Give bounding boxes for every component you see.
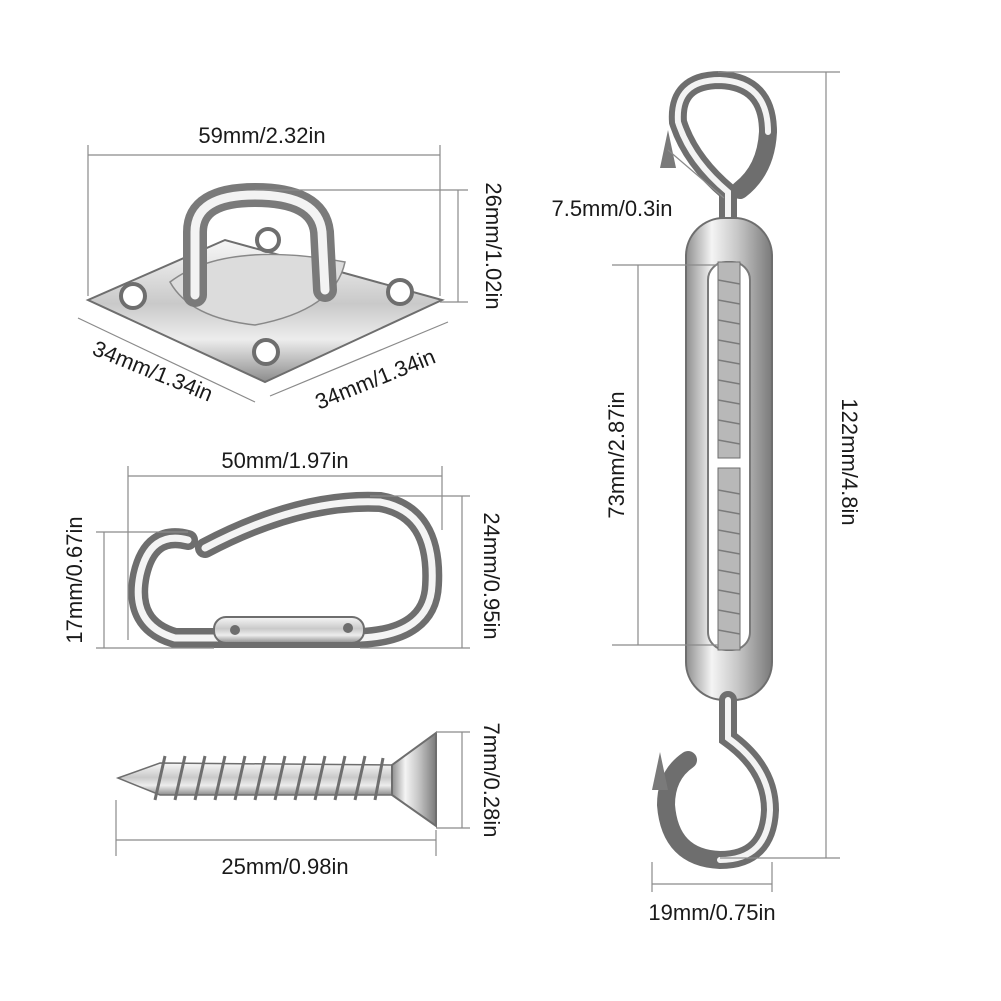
snap-hook-height-left-label: 17mm/0.67in [62,516,87,643]
screw-length-dimension: 25mm/0.98in [115,800,437,879]
pad-eye-side-right-label: 34mm/1.34in [312,344,439,415]
turnbuckle-lower-thread [717,467,741,651]
screw-head-label: 7mm/0.28in [479,723,504,838]
pad-eye-hole-right [386,278,414,306]
pad-eye-height-dimension: 26mm/1.02in [255,182,506,310]
turnbuckle-body-dimension: 73mm/2.87in [604,264,718,646]
pad-eye-hole-left [119,282,147,310]
turnbuckle-bottom-hook-highlight [717,697,774,863]
turnbuckle-total-label: 122mm/4.8in [837,398,862,525]
pad-eye-width-label: 59mm/2.32in [198,123,325,148]
pad-eye-width-dimension: 59mm/2.32in [87,123,441,296]
snap-hook-gate-end [343,623,353,633]
turnbuckle-top-hook-tip [660,130,676,168]
snap-hook-height-left-dimension: 17mm/0.67in [62,516,214,649]
pad-eye-loop-highlight [190,190,330,300]
screw: 25mm/0.98in 7mm/0.28in [115,723,504,879]
screw-head-dimension: 7mm/0.28in [436,723,504,838]
screw-length-label: 25mm/0.98in [221,854,348,879]
screw-head [391,731,437,828]
turnbuckle-bottom-hook [656,691,780,870]
screw-thread [153,755,385,801]
snap-hook-height-right-dimension: 24mm/0.95in [360,495,504,649]
turnbuckle-bottom-hook-tip [652,752,668,790]
snap-hook-length-label: 50mm/1.97in [221,448,348,473]
snap-hook-gate [213,616,365,644]
turnbuckle-thread-lines [717,279,741,635]
snap-hook-body-highlight [134,498,436,642]
pad-eye-height-label: 26mm/1.02in [481,182,506,309]
turnbuckle-hook-width-dimension: 19mm/0.75in [648,862,776,925]
snap-hook-pin [230,625,240,635]
snap-hook: 50mm/1.97in 17mm/0.67in 24mm/0.95in [62,448,504,649]
pad-eye-hole-bottom [252,338,280,366]
pad-eye-hole-top [255,227,281,253]
snap-hook-height-right-label: 24mm/0.95in [479,512,504,639]
turnbuckle: 7.5mm/0.3in 73mm/2.87in 122mm/4.8in 19mm… [551,70,862,925]
turnbuckle-hook-gap-label: 7.5mm/0.3in [551,196,672,221]
turnbuckle-top-hook-highlight [674,76,771,233]
turnbuckle-hook-width-label: 19mm/0.75in [648,900,775,925]
turnbuckle-body-label: 73mm/2.87in [604,391,629,518]
pad-eye-plate: 59mm/2.32in 26mm/1.02in 34mm/1.34in 34mm… [77,123,506,415]
snap-hook-length-dimension: 50mm/1.97in [127,448,443,640]
turnbuckle-hook-gap-dimension: 7.5mm/0.3in [551,149,725,221]
turnbuckle-total-dimension: 122mm/4.8in [718,71,862,859]
